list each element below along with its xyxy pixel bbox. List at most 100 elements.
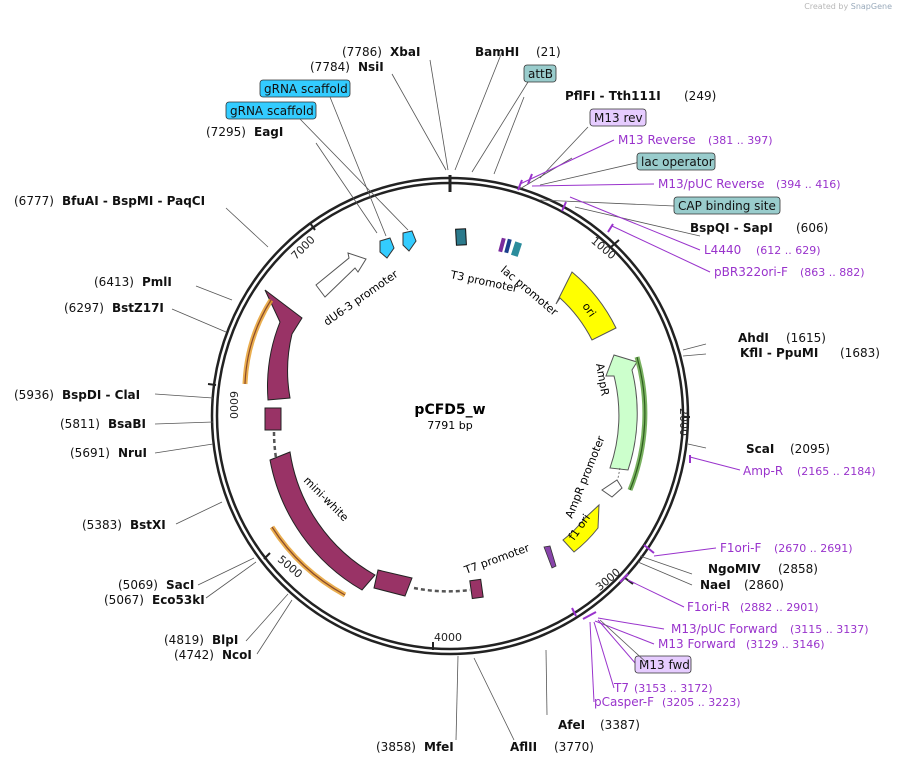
cap-site-label: CAP binding site [678, 199, 776, 213]
site-pos-mfei: (3858) [376, 740, 416, 754]
site-pos-ppumi: (1683) [840, 346, 880, 360]
site-pos-saci: (5069) [118, 578, 158, 592]
primer-m13-forward: M13 Forward [658, 637, 736, 651]
primer-m13puc-forward: M13/pUC Forward [671, 622, 778, 636]
primer-m13-reverse: M13 Reverse [618, 133, 696, 147]
tick-2000: 2000 [677, 408, 690, 436]
primer-leaders [519, 139, 741, 703]
primer-pbr322ori-f: pBR322ori-F [714, 265, 788, 279]
site-name-saci: SacI [166, 578, 194, 592]
site-pos-ncoi: (4742) [174, 648, 214, 662]
boxed-labels: attB M13 rev lac operator CAP binding si… [225, 64, 781, 674]
site-pos-nrui: (5691) [70, 446, 110, 460]
site-name-afei: AfeI [558, 718, 585, 732]
mini-white-intron-2 [413, 586, 471, 593]
tick-3000: 3000 [593, 566, 623, 594]
t7-promoter-label: T7 promoter [462, 541, 532, 577]
attb-label: attB [528, 67, 553, 81]
site-name-blpi: BlpI [212, 633, 238, 647]
m13-fwd-box [634, 655, 692, 674]
site-pos-scai: (2095) [790, 442, 830, 456]
leader-lines [154, 51, 707, 741]
site-name-pmli: PmlI [142, 275, 172, 289]
grna-scaffold-box-1 [259, 79, 351, 98]
attb-box [523, 64, 557, 83]
mini-white-exon-2 [264, 407, 282, 431]
ampr-promoter-arrow [601, 479, 623, 498]
primer-f1ori-f-pos: (2670 .. 2691) [774, 542, 853, 555]
site-pos-bsabi: (5811) [60, 417, 100, 431]
site-name-clai: BspDI - ClaI [62, 388, 140, 402]
site-pos-bamhi: (21) [536, 45, 561, 59]
plasmid-length: 7791 bp [427, 419, 472, 432]
site-name-mfei: MfeI [424, 740, 454, 754]
left-site-labels: (7786) XbaI (7784) NsiI (7295) EagI (677… [14, 45, 454, 754]
f1-ori-arrow [562, 503, 600, 553]
orange-arc-1-core [244, 299, 272, 385]
site-name-eco53ki: Eco53kI [152, 593, 205, 607]
primer-t7: T7 [613, 681, 629, 695]
site-name-ncoi: NcoI [222, 648, 252, 662]
site-pos-ngomiv: (2858) [778, 562, 818, 576]
ampr-arrow [605, 354, 638, 471]
site-name-ngomiv: NgoMIV [708, 562, 761, 576]
m13-rev-label: M13 rev [594, 111, 643, 125]
site-pos-naei: (2860) [744, 578, 784, 592]
tick-6000: 6000 [227, 391, 240, 419]
site-name-ahdi: AhdI [738, 331, 769, 345]
site-name-sapi: BspQI - SapI [690, 221, 773, 235]
tick-4000: 4000 [434, 631, 462, 644]
primer-pbr322ori-f-pos: (863 .. 882) [800, 266, 865, 279]
site-name-eagi: EagI [254, 125, 283, 139]
primer-amp-r-pos: (2165 .. 2184) [797, 465, 876, 478]
snapgene-credit: Created by SnapGene [804, 2, 892, 11]
site-pos-sapi: (606) [796, 221, 828, 235]
site-pos-xbai: (7786) [342, 45, 382, 59]
site-name-bamhi: BamHI [475, 45, 519, 59]
mini-white-exon-3 [269, 451, 376, 591]
mini-white-exon-4 [373, 569, 413, 597]
primer-marks [517, 173, 691, 620]
grna-scaffold-arrow-2 [402, 230, 417, 252]
site-name-pflfi: PflFI - Tth111I [565, 89, 661, 103]
mini-white-arrow-1 [264, 289, 303, 401]
site-name-bstxi: BstXI [130, 518, 166, 532]
tick-1000: 1000 [588, 234, 618, 262]
primer-m13-forward-pos: (3129 .. 3146) [746, 638, 825, 651]
box-leaders [299, 96, 649, 665]
ampr-promoter-label: AmpR promoter [563, 434, 608, 520]
site-pos-blpi: (4819) [164, 633, 204, 647]
ampr-label: AmpR [593, 362, 612, 397]
primer-m13puc-reverse-pos: (394 .. 416) [776, 178, 841, 191]
primer-f1ori-f: F1ori-F [720, 541, 761, 555]
m13-rev-box [589, 108, 647, 127]
site-name-bfuai: BfuAI - BspMI - PaqCI [62, 194, 205, 208]
green-arc-core [629, 356, 646, 491]
site-name-bstz17i: BstZ17I [112, 301, 164, 315]
orange-arc-2-core [271, 526, 346, 596]
site-pos-ahdi: (1615) [786, 331, 826, 345]
right-site-labels: BamHI (21) PflFI - Tth111I (249) BspQI -… [475, 45, 880, 754]
primer-m13puc-reverse: M13/pUC Reverse [658, 177, 765, 191]
plasmid-name: pCFD5_w [414, 402, 485, 418]
credit-prefix: Created by [804, 2, 849, 11]
mini-white-intron-1 [272, 431, 278, 459]
tick-marks [207, 222, 690, 650]
primer-t7-pos: (3153 .. 3172) [634, 682, 713, 695]
site-name-scai: ScaI [746, 442, 774, 456]
lac-mark-3 [510, 241, 522, 257]
site-pos-bstxi: (5383) [82, 518, 122, 532]
primer-amp-r: Amp-R [743, 464, 783, 478]
site-pos-eagi: (7295) [206, 125, 246, 139]
lac-mark-2 [504, 238, 512, 254]
site-name-naei: NaeI [700, 578, 731, 592]
grna-scaffold-label-2: gRNA scaffold [230, 104, 314, 118]
tick-5000: 5000 [275, 553, 305, 581]
site-name-nrui: NruI [118, 446, 147, 460]
attb-mark [455, 228, 467, 246]
lac-operator-label: lac operator [641, 155, 714, 169]
primer-m13puc-forward-pos: (3115 .. 3137) [790, 623, 869, 636]
grna-scaffold-arrow-1 [379, 237, 395, 259]
primer-l4440-pos: (612 .. 629) [756, 244, 821, 257]
